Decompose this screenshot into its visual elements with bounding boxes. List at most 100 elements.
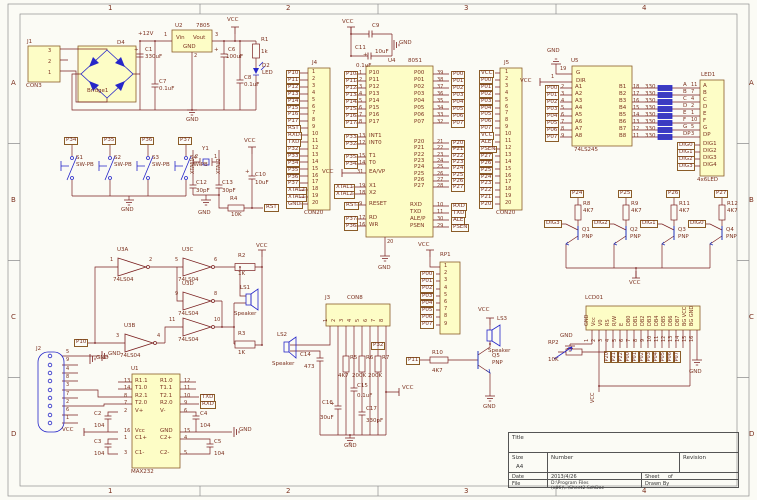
text-label: P07 [414, 119, 425, 125]
value-label: 330 [645, 133, 656, 139]
sheet-border [7, 3, 750, 497]
pin-number: 3 [561, 91, 565, 97]
value-label: SW-PB [114, 162, 132, 168]
text-label: XTAL1 [190, 158, 196, 174]
text-label: RS [605, 319, 611, 326]
pin-number: 3 [66, 382, 70, 389]
text-label: VCC [478, 307, 490, 313]
ref-designator: C10 [255, 172, 266, 178]
value-label: 1K [238, 350, 246, 356]
pin-number: 14 [505, 158, 512, 165]
text-label: B5 [619, 112, 627, 118]
ref-designator: RP1 [440, 252, 451, 258]
zone-marker: 4 [642, 4, 647, 12]
text-label: VCC [244, 138, 256, 144]
net-label: P32 [371, 342, 386, 350]
pin-number: 2 [691, 103, 695, 109]
zone-marker: A [749, 79, 754, 87]
pin-number: 4 [184, 435, 188, 442]
max232-wires [62, 355, 232, 455]
ref-designator: J2 [36, 346, 42, 352]
pin-number: 8 [312, 117, 316, 124]
pin-number: 11 [437, 209, 444, 215]
ref-designator: R6 [366, 355, 374, 361]
ls245-body [571, 65, 633, 147]
pin-number: 5 [184, 450, 188, 456]
mcu-8051-body [365, 65, 434, 238]
net-label: P05 [660, 350, 667, 363]
ref-designator: S3 [152, 155, 159, 161]
pin-number: 12 [661, 335, 667, 342]
pin-number: 35 [437, 98, 444, 104]
pin-number: 13 [124, 378, 131, 384]
text-label: GND [584, 314, 590, 326]
pin-number: 6 [359, 105, 363, 111]
crystal-icon [202, 158, 210, 166]
value-label: 200K [368, 373, 383, 379]
ref-designator: C1 [145, 47, 153, 53]
text-label: +12V [138, 31, 154, 37]
ref-designator: R7 [382, 355, 390, 361]
pin-number: 9 [312, 124, 316, 131]
pin-number: 4 [691, 96, 695, 102]
text-label: P11 [369, 77, 380, 83]
text-label: C2- [160, 450, 170, 456]
text-label: DIG2 [703, 148, 717, 154]
inverter-gates [117, 257, 215, 353]
pin-number: 7 [66, 390, 70, 397]
rp1-body [439, 261, 461, 335]
ref-designator: C3 [94, 439, 102, 445]
text-label: A8 [575, 133, 583, 139]
text-label: V- [160, 407, 166, 414]
value-label: 74LS04 [178, 277, 199, 283]
ref-designator: C8 [244, 75, 252, 81]
text-label: XTAL2 [216, 158, 222, 174]
inverter-wires [88, 257, 263, 346]
text-label: DB6 [668, 315, 674, 326]
text-label: RESET [369, 201, 387, 207]
pin-number: 7 [561, 119, 565, 125]
led-d2-icon [253, 68, 259, 74]
pin-number: 5 [359, 98, 363, 104]
text-label: P06 [414, 112, 425, 118]
pin-number: 9 [561, 133, 565, 139]
revision-label: Revision [683, 455, 706, 461]
pin-number: 17 [505, 179, 512, 186]
pin-number: 19 [505, 193, 512, 200]
ref-designator: LCD01 [585, 295, 604, 301]
net-label: DIG3 [544, 220, 562, 228]
pin-number: 10 [691, 117, 698, 123]
pin-number: 28 [437, 183, 444, 190]
value-label: 330 [645, 91, 656, 97]
text-label: VCC [418, 242, 430, 248]
text-label: R/W [612, 315, 618, 326]
ref-designator: S4 [190, 155, 197, 161]
net-label: P07 [674, 350, 681, 363]
value-label: 330 [645, 112, 656, 118]
text-label: Vcc [591, 317, 597, 326]
pin-number: 23 [437, 151, 444, 158]
pin-number: 19 [560, 66, 567, 72]
value-label: 1k [261, 49, 268, 55]
net-label: P27 [451, 184, 466, 192]
text-label: GND [399, 40, 412, 46]
ref-designator: C14 [300, 352, 311, 358]
text-label: BG GND [689, 305, 695, 326]
pin-number: 37 [437, 84, 444, 90]
net-label: XTAL2 [334, 191, 355, 199]
text-label: P22 [414, 151, 425, 158]
net-label: RST [264, 204, 279, 212]
value-label: PNP [582, 234, 593, 240]
ref-designator: C12 [196, 180, 207, 186]
text-label: P02 [414, 84, 425, 90]
con8-wires [290, 326, 392, 438]
pin-number: 8 [505, 117, 509, 124]
pin-number: 3 [598, 338, 604, 342]
pin-number: 7 [371, 318, 377, 322]
file-label: File [512, 481, 521, 487]
text-label: C2+ [160, 435, 172, 442]
pin-number: 15 [505, 165, 512, 172]
pin-number: 36 [437, 91, 444, 97]
ref-designator: D4 [117, 40, 125, 46]
text-label: F [683, 117, 687, 123]
